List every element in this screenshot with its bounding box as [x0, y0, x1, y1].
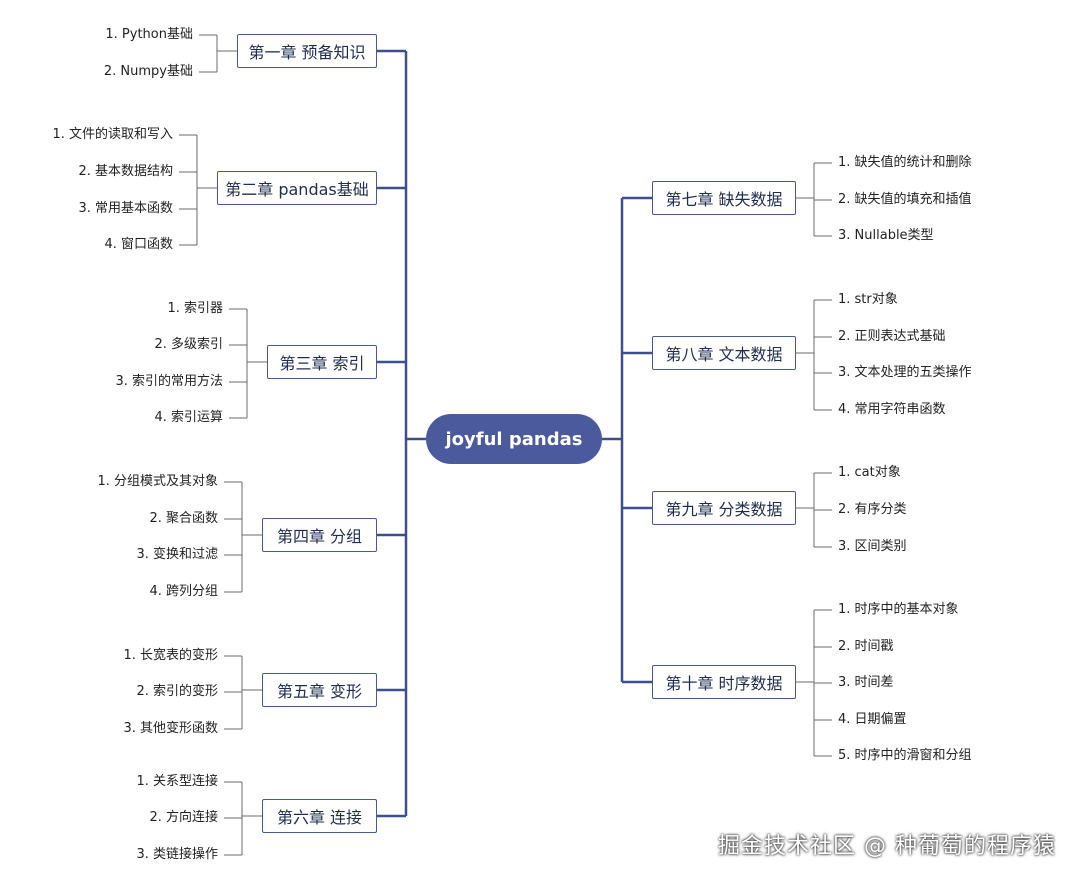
topic-item[interactable]: 1. str对象 [838, 292, 898, 307]
right-chapter-3[interactable]: 第九章 分类数据 [652, 491, 796, 525]
topic-item[interactable]: 2. 多级索引 [154, 337, 223, 352]
topic-item[interactable]: 3. 索引的常用方法 [115, 374, 223, 389]
left-chapter-4[interactable]: 第四章 分组 [262, 518, 377, 552]
topic-item[interactable]: 3. 常用基本函数 [78, 201, 173, 216]
topic-item[interactable]: 3. 文本处理的五类操作 [838, 365, 972, 380]
topic-item[interactable]: 2. 方向连接 [149, 810, 218, 825]
topic-item[interactable]: 3. 变换和过滤 [136, 547, 218, 562]
left-chapter-3[interactable]: 第三章 索引 [267, 345, 377, 379]
topic-item[interactable]: 3. Nullable类型 [838, 228, 934, 243]
topic-item[interactable]: 3. 区间类别 [838, 539, 907, 554]
topic-item[interactable]: 1. 时序中的基本对象 [838, 602, 959, 617]
watermark: 掘金技术社区 @ 种葡萄的程序猿 [718, 834, 1056, 859]
topic-item[interactable]: 2. 索引的变形 [136, 684, 218, 699]
topic-item[interactable]: 1. 分组模式及其对象 [97, 474, 218, 489]
topic-item[interactable]: 4. 跨列分组 [149, 584, 218, 599]
topic-item[interactable]: 1. Python基础 [105, 27, 193, 42]
topic-item[interactable]: 2. 时间戳 [838, 639, 894, 654]
left-chapter-2[interactable]: 第二章 pandas基础 [217, 171, 377, 205]
topic-item[interactable]: 1. 缺失值的统计和删除 [838, 155, 972, 170]
topic-item[interactable]: 4. 日期偏置 [838, 712, 907, 727]
topic-item[interactable]: 2. 基本数据结构 [78, 164, 173, 179]
topic-item[interactable]: 2. 聚合函数 [149, 511, 218, 526]
topic-item[interactable]: 1. 关系型连接 [136, 774, 218, 789]
topic-item[interactable]: 3. 类链接操作 [136, 847, 218, 862]
topic-item[interactable]: 4. 窗口函数 [104, 237, 173, 252]
topic-item[interactable]: 4. 索引运算 [154, 410, 223, 425]
topic-item[interactable]: 3. 其他变形函数 [123, 721, 218, 736]
topic-item[interactable]: 2. 有序分类 [838, 502, 907, 517]
right-chapter-4[interactable]: 第十章 时序数据 [652, 665, 796, 699]
topic-item[interactable]: 2. Numpy基础 [103, 64, 193, 79]
left-chapter-6[interactable]: 第六章 连接 [262, 799, 377, 833]
topic-item[interactable]: 2. 缺失值的填充和插值 [838, 192, 972, 207]
topic-item[interactable]: 5. 时序中的滑窗和分组 [838, 748, 972, 763]
topic-item[interactable]: 1. 文件的读取和写入 [52, 127, 173, 142]
topic-item[interactable]: 1. 长宽表的变形 [123, 648, 218, 663]
topic-item[interactable]: 2. 正则表达式基础 [838, 329, 946, 344]
right-chapter-2[interactable]: 第八章 文本数据 [652, 336, 796, 370]
left-chapter-1[interactable]: 第一章 预备知识 [237, 34, 377, 68]
topic-item[interactable]: 1. cat对象 [838, 465, 901, 480]
topic-item[interactable]: 3. 时间差 [838, 675, 894, 690]
topic-item[interactable]: 1. 索引器 [167, 301, 223, 316]
right-chapter-1[interactable]: 第七章 缺失数据 [652, 181, 796, 215]
left-chapter-5[interactable]: 第五章 变形 [262, 673, 377, 707]
root-node[interactable]: joyful pandas [426, 414, 602, 464]
topic-item[interactable]: 4. 常用字符串函数 [838, 402, 946, 417]
